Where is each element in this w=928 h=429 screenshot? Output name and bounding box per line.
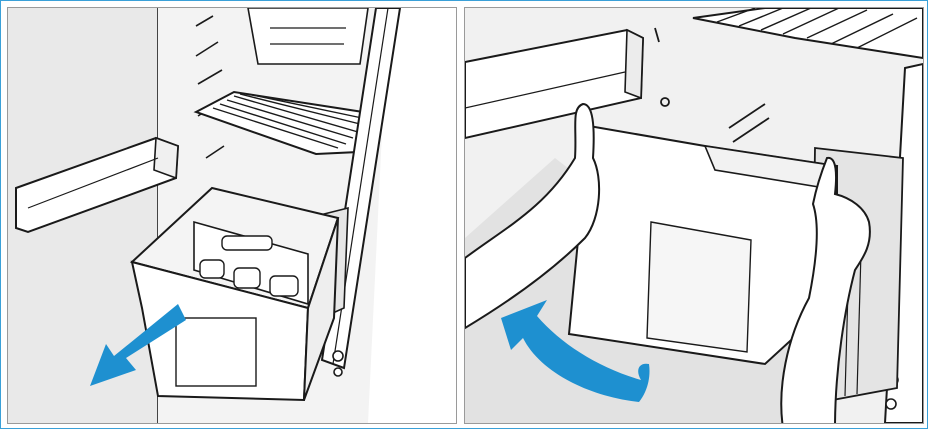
panel-right-lift-drawer-out [464, 7, 924, 424]
panel-left-pull-out-drawer [7, 7, 457, 424]
top-bin [248, 8, 368, 64]
left-illustration [8, 8, 456, 423]
right-illustration [465, 8, 923, 423]
